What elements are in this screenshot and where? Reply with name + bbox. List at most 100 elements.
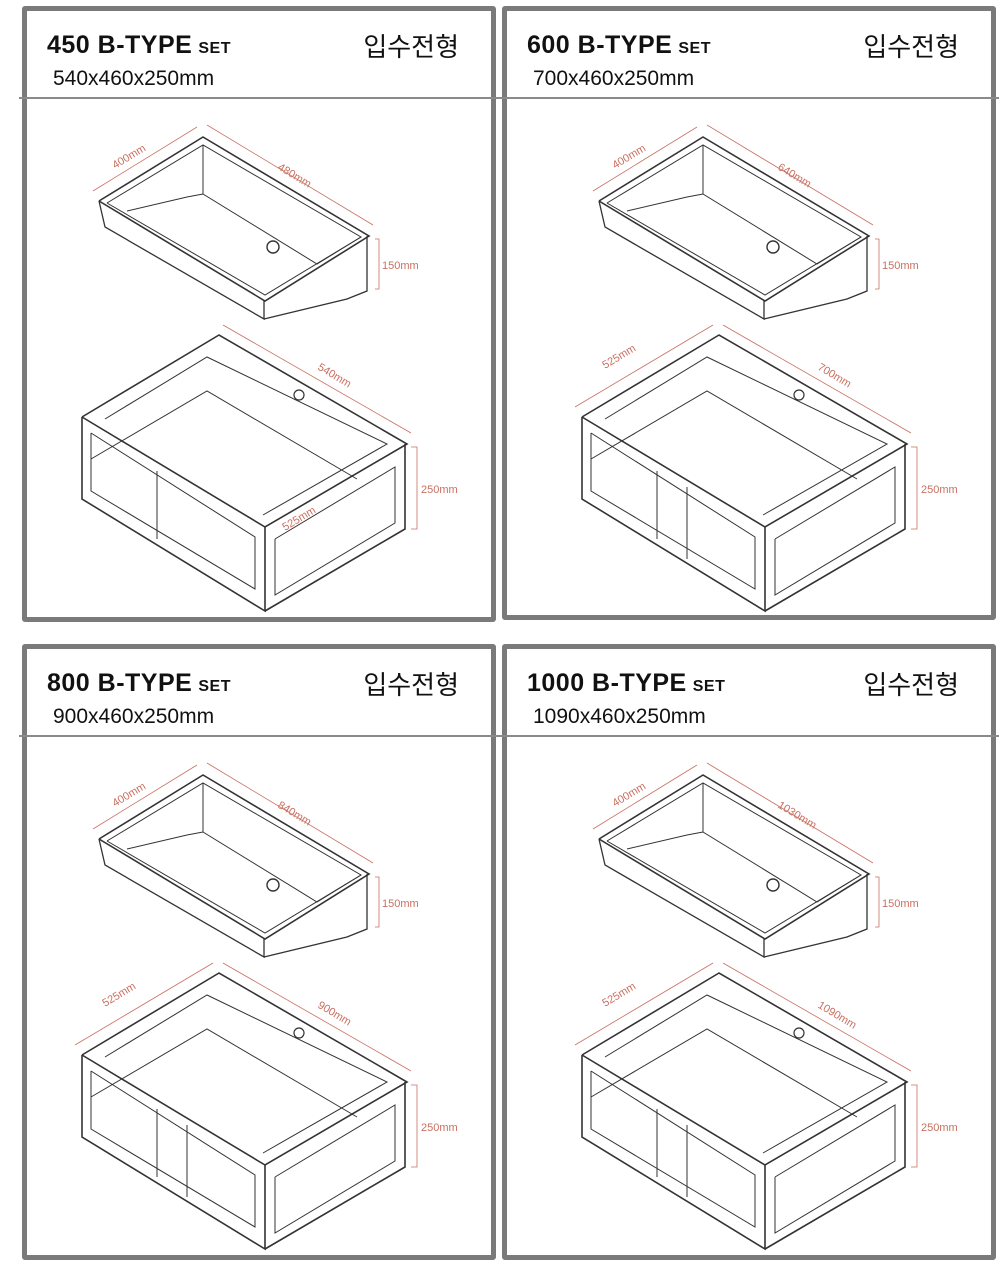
sink-inner-rim	[606, 144, 862, 296]
sink-front	[598, 200, 765, 321]
dim-line	[206, 124, 374, 226]
dim-line	[206, 762, 374, 864]
header-divider	[499, 735, 999, 737]
sink-inner-rim	[106, 144, 362, 296]
model-name: 450 B-TYPE	[47, 31, 193, 59]
pipe-hole-icon	[793, 1027, 805, 1039]
frame-front-opening	[590, 432, 756, 590]
dim-line	[592, 126, 698, 192]
frame-depth-label: 525mm	[600, 980, 638, 1009]
frame-drawing: 1090mm 250mm 525mm	[574, 962, 958, 1251]
frame-top	[581, 972, 909, 1166]
set-label: SET	[678, 40, 711, 57]
model-title: 450 B-TYPE SET	[47, 31, 231, 60]
drain-icon	[766, 878, 780, 892]
header-divider	[499, 97, 999, 99]
dim-line	[411, 446, 418, 530]
frame-front-opening	[90, 1070, 256, 1228]
sink-inner-rim	[106, 782, 362, 934]
frame-inner	[604, 994, 889, 1154]
dim-line	[592, 764, 698, 830]
dim-line	[222, 962, 412, 1072]
frame-depth-label: 525mm	[100, 980, 138, 1009]
frame-shelf	[590, 390, 858, 480]
header-divider	[19, 97, 499, 99]
header-divider	[19, 735, 499, 737]
dim-line	[706, 762, 874, 864]
model-name: 600 B-TYPE	[527, 31, 673, 59]
sink-side	[263, 236, 368, 320]
frame-length-label: 540mm	[315, 361, 353, 390]
frame-side	[264, 1082, 406, 1250]
sink-slope	[626, 193, 704, 212]
set-label: SET	[198, 678, 231, 695]
set-label: SET	[198, 40, 231, 57]
dim-line	[722, 324, 912, 434]
sink-rim	[98, 774, 371, 940]
sink-depth-label: 400mm	[110, 780, 148, 809]
overall-dimensions: 1090x460x250mm	[533, 705, 706, 728]
frame-length-label: 1090mm	[815, 999, 858, 1031]
frame-shelf	[590, 1028, 858, 1118]
frame-front	[81, 1055, 266, 1251]
frame-side	[764, 444, 906, 612]
sink-basin	[202, 145, 362, 265]
frame-length-label: 900mm	[315, 999, 353, 1028]
dim-line	[375, 876, 380, 928]
model-name: 1000 B-TYPE	[527, 669, 687, 697]
drain-icon	[766, 240, 780, 254]
frame-height-label: 250mm	[921, 1122, 958, 1134]
frame-depth-label: 525mm	[600, 342, 638, 371]
frame-front	[81, 417, 266, 613]
pipe-hole-icon	[293, 389, 305, 401]
sink-height-label: 150mm	[382, 898, 419, 910]
frame-drawing: 900mm 250mm 525mm	[74, 962, 458, 1251]
overall-dimensions: 700x460x250mm	[533, 67, 695, 90]
sink-rim	[598, 774, 871, 940]
dim-line	[411, 1084, 418, 1168]
frame-top	[81, 334, 409, 528]
model-title: 800 B-TYPE SET	[47, 669, 231, 698]
sink-rim	[598, 136, 871, 302]
frame-front-opening	[590, 1070, 756, 1228]
inlet-type-label: 입수전형	[363, 32, 459, 62]
frame-side-opening	[774, 466, 896, 596]
sink-basin	[202, 783, 362, 903]
sink-length-label: 480mm	[275, 161, 313, 190]
sink-slope	[126, 193, 204, 212]
frame-inner	[104, 994, 389, 1154]
model-title: 600 B-TYPE SET	[527, 31, 711, 60]
drain-icon	[266, 240, 280, 254]
frame-front	[581, 1055, 766, 1251]
sink-basin	[702, 783, 862, 903]
sink-length-label: 640mm	[775, 161, 813, 190]
dim-line	[911, 446, 918, 530]
sink-slope	[126, 831, 204, 850]
sink-inner-rim	[606, 782, 862, 934]
drain-icon	[266, 878, 280, 892]
sink-side	[263, 874, 368, 958]
dim-line	[574, 962, 714, 1046]
pipe-hole-icon	[293, 1027, 305, 1039]
model-name: 800 B-TYPE	[47, 669, 193, 697]
sink-depth-label: 400mm	[110, 142, 148, 171]
frame-height-label: 250mm	[421, 1122, 458, 1134]
sink-basin	[702, 145, 862, 265]
dim-line	[222, 324, 412, 434]
frame-front	[581, 417, 766, 613]
frame-side	[264, 444, 406, 612]
frame-top	[581, 334, 909, 528]
sink-slope	[626, 831, 704, 850]
overall-dimensions: 900x460x250mm	[53, 705, 215, 728]
